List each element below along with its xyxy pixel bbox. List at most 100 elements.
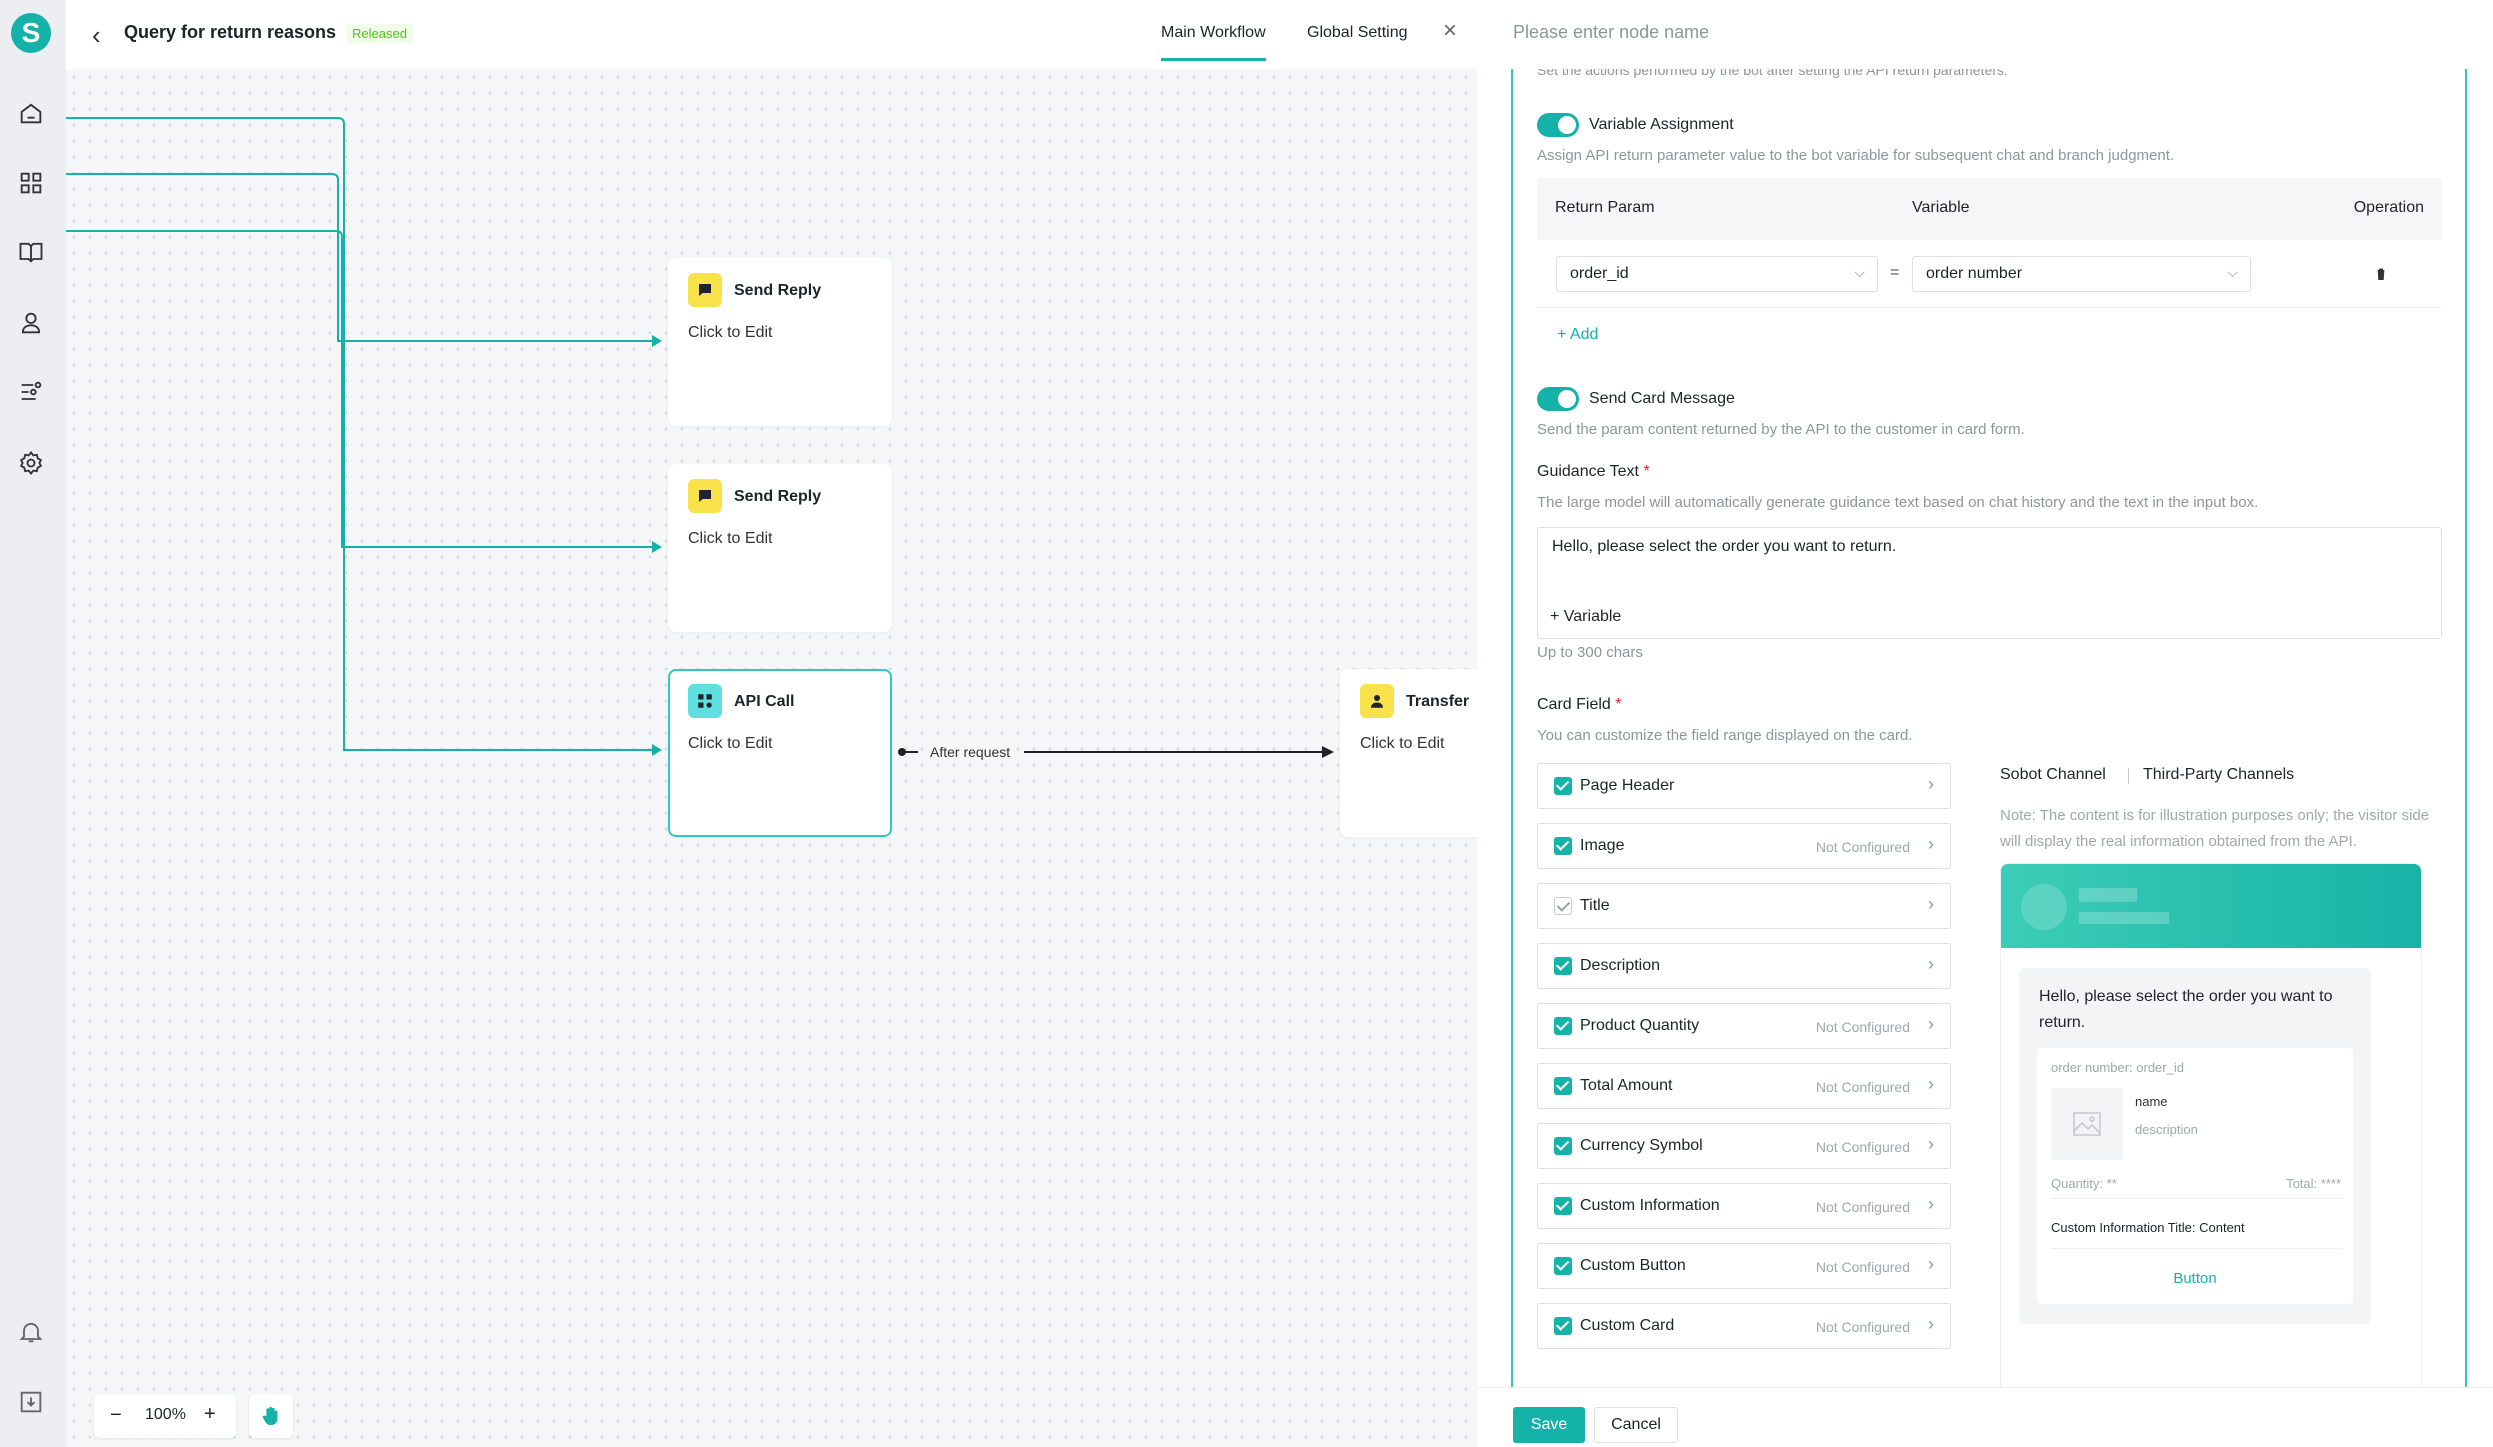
node-title: API Call (734, 693, 795, 710)
app-logo[interactable]: S (11, 13, 51, 53)
chevron-right-icon: › (1928, 954, 1934, 974)
variable-assignment-title: Variable Assignment (1589, 116, 1734, 133)
bell-icon[interactable] (17, 1318, 45, 1346)
quantity: Quantity: ** (2051, 1176, 2117, 1191)
checkbox[interactable] (1554, 837, 1572, 855)
book-icon[interactable] (17, 238, 45, 266)
back-arrow-icon[interactable]: ‹ (92, 20, 101, 50)
field-label: Image (1580, 837, 1625, 854)
checkbox[interactable] (1554, 1077, 1572, 1095)
col-operation: Operation (2353, 199, 2424, 216)
guidance-value: Hello, please select the order you want … (1552, 538, 1897, 555)
status-badge: Released (346, 24, 413, 43)
chevron-right-icon: › (1928, 1314, 1934, 1334)
node-subtitle: Click to Edit (688, 530, 773, 547)
variable-assignment-desc: Assign API return parameter value to the… (1537, 147, 2175, 164)
bot-icon[interactable] (17, 309, 45, 337)
tab-main-workflow[interactable]: Main Workflow (1161, 24, 1266, 61)
field-status: Not Configured (1815, 1199, 1910, 1215)
api-icon (688, 684, 722, 718)
checkbox[interactable] (1554, 1257, 1572, 1275)
add-row-link[interactable]: + Add (1557, 326, 1599, 343)
col-return-param: Return Param (1555, 199, 1655, 216)
zoom-in-button[interactable]: + (204, 1403, 216, 1425)
equals-sign: = (1890, 264, 1900, 281)
placeholder-bar (2079, 912, 2169, 924)
field-status: Not Configured (1815, 1019, 1910, 1035)
apps-icon[interactable] (17, 169, 45, 197)
checkbox[interactable] (1554, 1197, 1572, 1215)
transfer-node[interactable]: Transfer Click to Edit (1340, 669, 1477, 837)
variable-assignment-toggle[interactable] (1537, 113, 1579, 137)
order-card: order number: order_id name description … (2037, 1048, 2353, 1304)
node-config-panel: Please enter node name Set the actions p… (1477, 0, 2493, 1447)
node-title: Send Reply (734, 282, 822, 299)
trash-icon[interactable] (2373, 265, 2389, 283)
divider (2051, 1248, 2343, 1249)
order-line: order number: order_id (2051, 1060, 2184, 1075)
card-preview: Hello, please select the order you want … (2000, 863, 2422, 1387)
card-field-title[interactable]: Title › (1537, 883, 1951, 929)
node-title: Transfer (1406, 693, 1470, 710)
gear-icon[interactable] (17, 449, 45, 477)
tab-third-party-channels[interactable]: Third-Party Channels (2143, 766, 2295, 783)
insert-variable-button[interactable]: + Variable (1550, 608, 1622, 625)
card-field-desc: You can customize the field range displa… (1537, 727, 1913, 744)
card-field-description[interactable]: Description › (1537, 943, 1951, 989)
checkbox[interactable] (1554, 897, 1572, 915)
checkbox[interactable] (1554, 957, 1572, 975)
preview-message: Hello, please select the order you want … (2039, 988, 2333, 1031)
chevron-right-icon: › (1928, 1254, 1934, 1274)
tab-sobot-channel[interactable]: Sobot Channel (2000, 766, 2106, 783)
pan-tool-button[interactable] (249, 1394, 293, 1438)
send-reply-node-1[interactable]: Send Reply Click to Edit (668, 258, 892, 426)
custom-info: Custom Information Title: Content (2051, 1220, 2245, 1235)
zoom-level: 100% (145, 1406, 186, 1423)
card-field-label: Card Field * (1537, 696, 1622, 714)
zoom-out-button[interactable]: − (110, 1404, 122, 1426)
download-icon[interactable] (17, 1388, 45, 1416)
node-name-input[interactable]: Please enter node name (1513, 22, 1710, 42)
home-icon[interactable] (17, 99, 45, 127)
field-label: Description (1580, 957, 1661, 974)
save-button[interactable]: Save (1513, 1407, 1585, 1443)
chevron-right-icon: › (1928, 894, 1934, 914)
field-label: Title (1580, 897, 1610, 914)
variable-select[interactable]: order number ⌵ (1912, 256, 2251, 292)
panel-scroll-area[interactable]: Set the actions performed by the bot aft… (1511, 69, 2467, 1387)
product-name: name (2135, 1094, 2168, 1109)
cancel-button[interactable]: Cancel (1594, 1407, 1678, 1443)
preview-button[interactable]: Button (2173, 1270, 2217, 1287)
checkbox[interactable] (1554, 1017, 1572, 1035)
send-reply-node-2[interactable]: Send Reply Click to Edit (668, 464, 892, 632)
close-icon[interactable]: × (1443, 17, 1458, 44)
checkbox[interactable] (1554, 1317, 1572, 1335)
chevron-right-icon: › (1928, 774, 1934, 794)
variable-label: Variable (1563, 608, 1622, 625)
send-card-title: Send Card Message (1589, 390, 1735, 407)
checkbox[interactable] (1554, 777, 1572, 795)
avatar (2021, 884, 2067, 930)
return-param-select[interactable]: order_id ⌵ (1556, 256, 1878, 292)
tab-global-setting[interactable]: Global Setting (1307, 24, 1408, 41)
node-subtitle: Click to Edit (1360, 735, 1445, 752)
placeholder-bar (2079, 888, 2137, 902)
chevron-down-icon: ⌵ (1854, 264, 1865, 280)
field-label: Custom Button (1580, 1257, 1686, 1274)
card-field-page-header[interactable]: Page Header› (1537, 763, 1951, 809)
flow-icon[interactable] (17, 378, 45, 406)
chevron-right-icon: › (1928, 1074, 1934, 1094)
panel-footer: Save Cancel (1477, 1387, 2493, 1447)
preview-note: Note: The content is for illustration pu… (2000, 807, 2430, 850)
guidance-textarea[interactable]: Hello, please select the order you want … (1537, 527, 2442, 639)
api-call-node[interactable]: API Call Click to Edit (668, 669, 892, 837)
checkbox[interactable] (1554, 1137, 1572, 1155)
send-card-toggle[interactable] (1537, 387, 1579, 411)
